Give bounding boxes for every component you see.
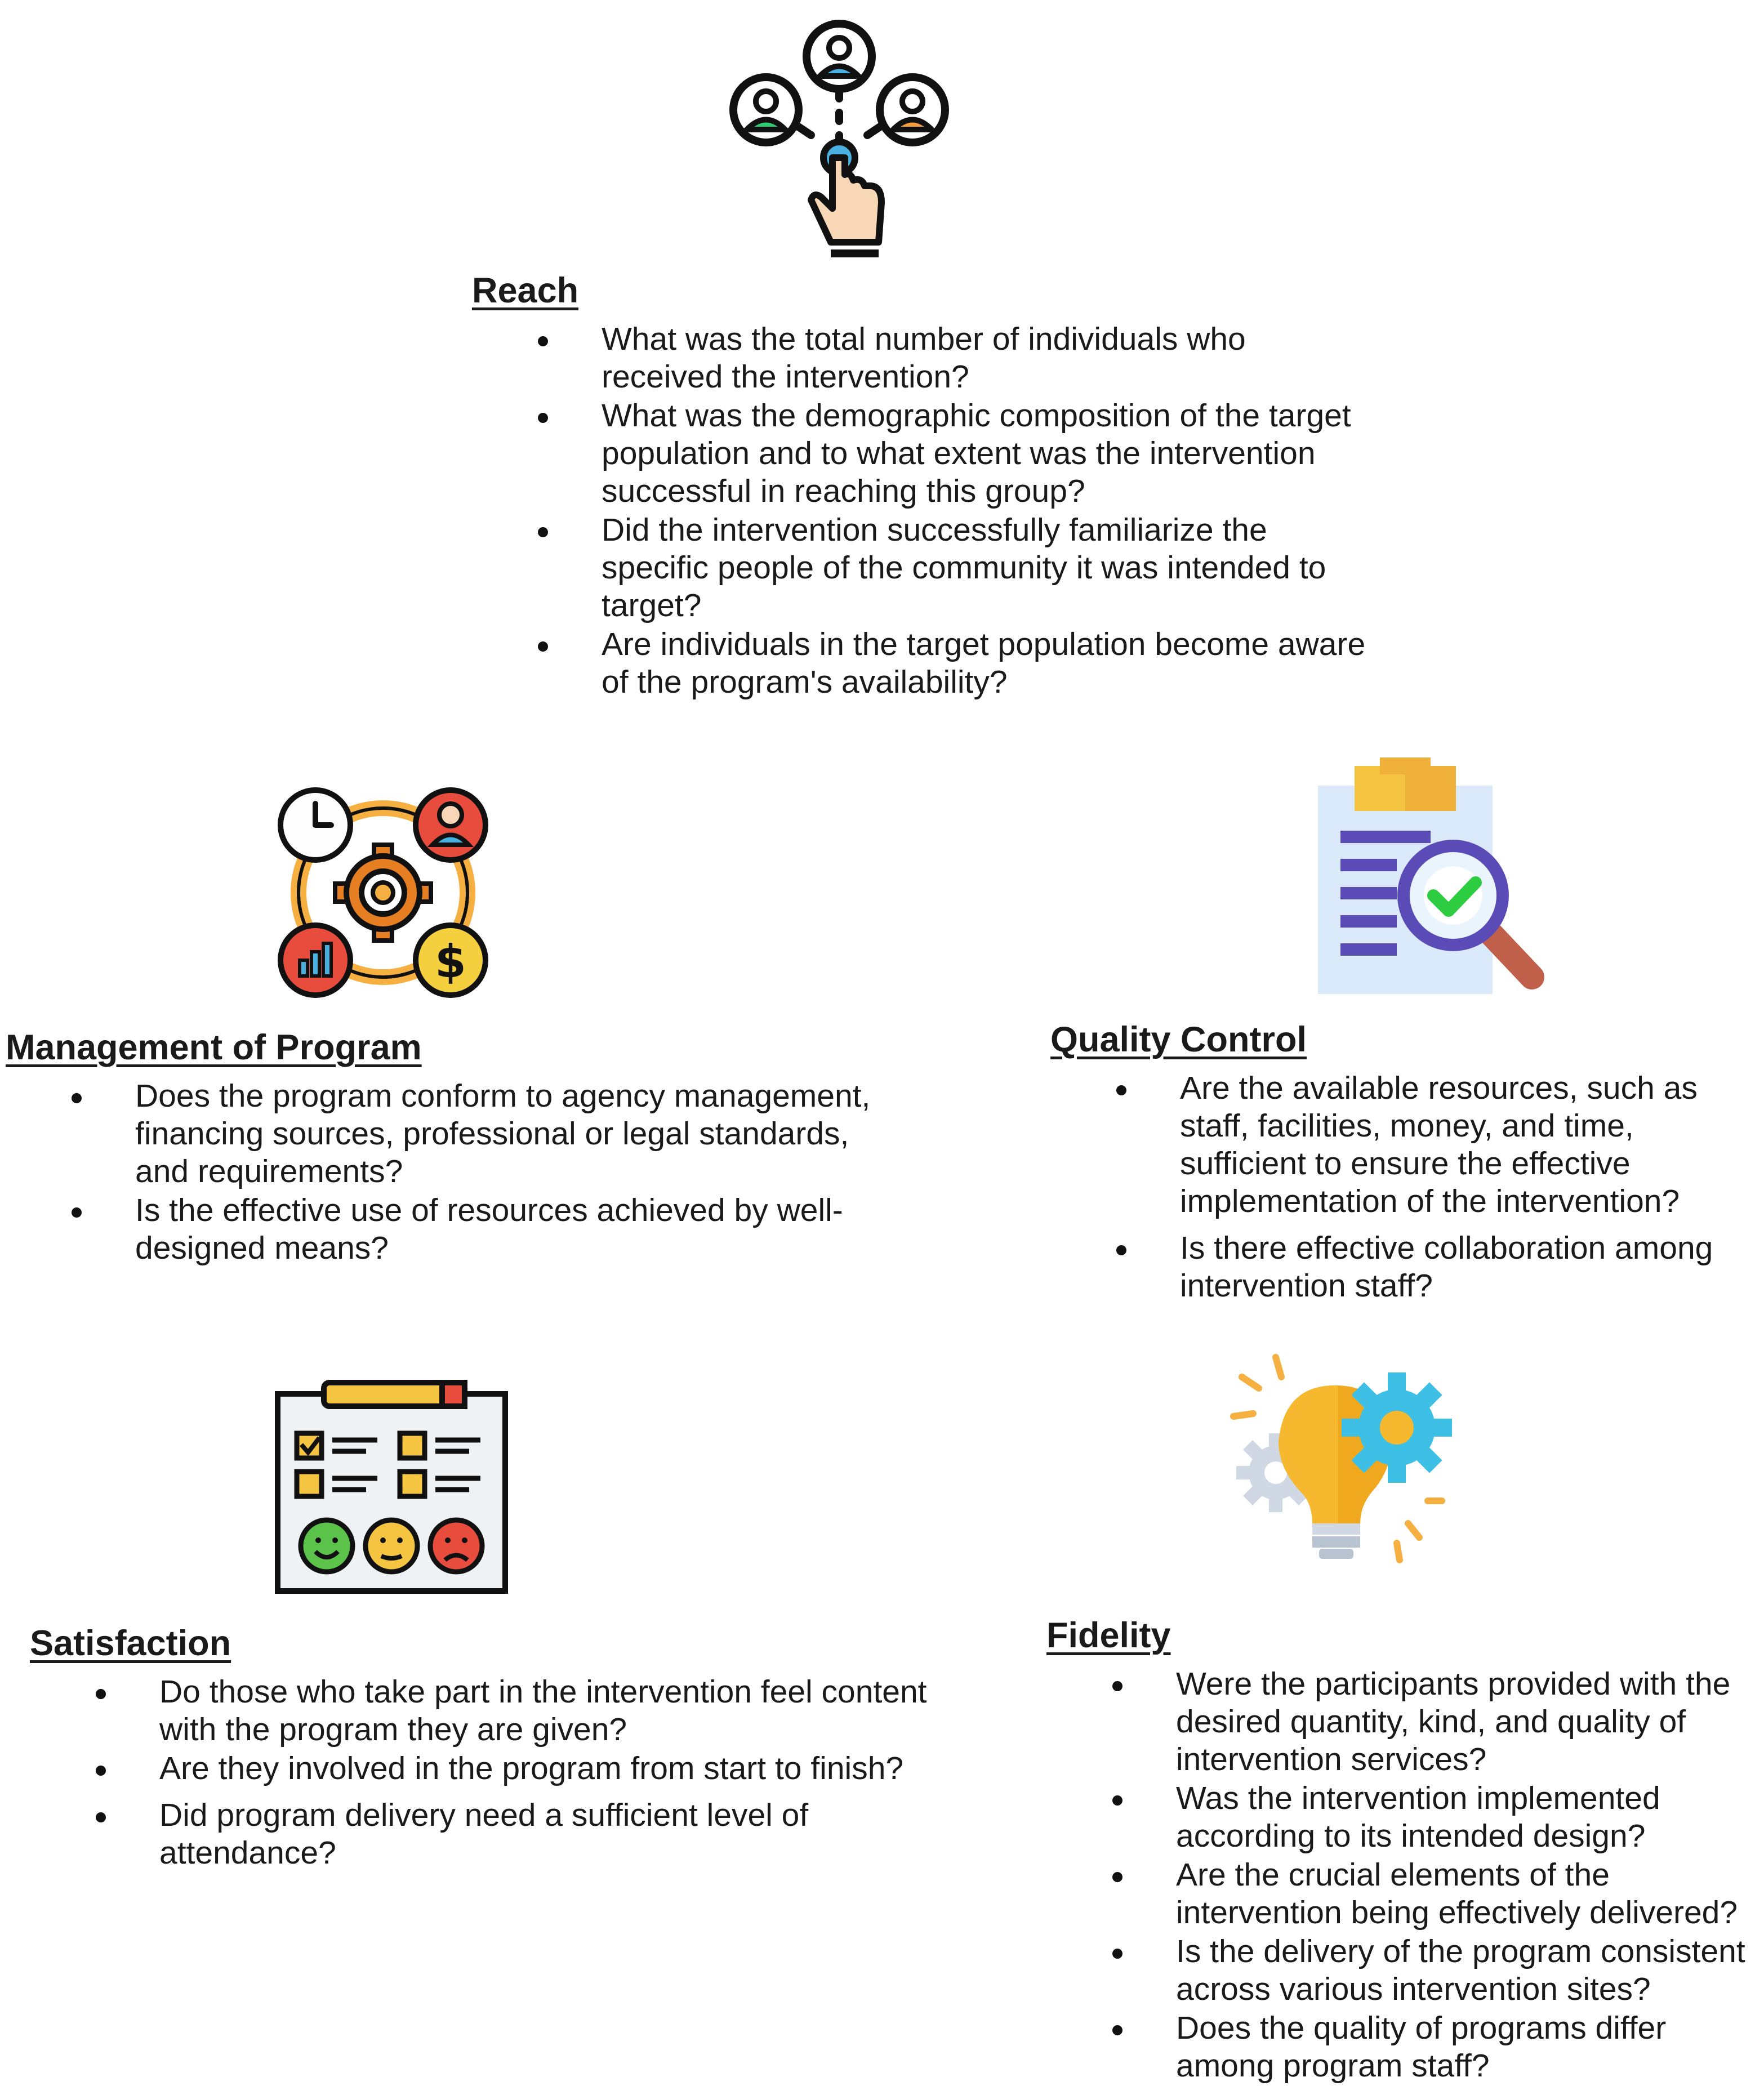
reach-question-list: What was the total number of individuals… bbox=[472, 320, 1373, 701]
people-network-hand-icon bbox=[729, 20, 949, 257]
list-item: Are individuals in the target population… bbox=[472, 626, 1373, 701]
list-item: What was the total number of individuals… bbox=[472, 320, 1373, 396]
clipboard-magnifier-check-icon bbox=[1318, 757, 1544, 994]
management-heading: Management of Program bbox=[6, 1028, 422, 1067]
quality-control-heading: Quality Control bbox=[1050, 1020, 1307, 1059]
feedback-survey-clipboard-icon bbox=[275, 1380, 508, 1594]
list-item: Does the quality of programs differ amon… bbox=[1046, 2009, 1762, 2085]
list-item: Did program delivery need a sufficient l… bbox=[30, 1797, 931, 1872]
list-item: Were the participants provided with the … bbox=[1046, 1665, 1762, 1779]
list-item: Is there effective collaboration among i… bbox=[1050, 1229, 1760, 1305]
reach-heading: Reach bbox=[472, 271, 579, 310]
satisfaction-heading: Satisfaction bbox=[30, 1624, 231, 1663]
list-item: Was the intervention implemented accordi… bbox=[1046, 1780, 1762, 1855]
list-item: Do those who take part in the interventi… bbox=[30, 1673, 931, 1749]
list-item: Are the available resources, such as sta… bbox=[1050, 1069, 1760, 1220]
reach-section: Reach What was the total number of indiv… bbox=[472, 271, 1373, 702]
lightbulb-gears-icon bbox=[1230, 1354, 1452, 1563]
fidelity-section: Fidelity Were the participants provided … bbox=[1046, 1616, 1762, 2086]
fidelity-heading: Fidelity bbox=[1046, 1616, 1171, 1655]
list-item: Are the crucial elements of the interven… bbox=[1046, 1856, 1762, 1932]
satisfaction-section: Satisfaction Do those who take part in t… bbox=[30, 1624, 931, 1873]
list-item: Did the intervention successfully famili… bbox=[472, 511, 1373, 625]
list-item: Are they involved in the program from st… bbox=[30, 1750, 931, 1788]
management-cycle-icon: $ bbox=[278, 787, 488, 998]
quality-control-question-list: Are the available resources, such as sta… bbox=[1050, 1069, 1760, 1305]
list-item: What was the demographic composition of … bbox=[472, 397, 1373, 510]
list-item: Does the program conform to agency manag… bbox=[6, 1077, 907, 1191]
svg-text:$: $ bbox=[435, 935, 466, 988]
management-section: Management of Program Does the program c… bbox=[6, 1028, 907, 1268]
fidelity-question-list: Were the participants provided with the … bbox=[1046, 1665, 1762, 2085]
list-item: Is the delivery of the program consisten… bbox=[1046, 1933, 1762, 2008]
list-item: Is the effective use of resources achiev… bbox=[6, 1192, 907, 1267]
satisfaction-question-list: Do those who take part in the interventi… bbox=[30, 1673, 931, 1872]
management-question-list: Does the program conform to agency manag… bbox=[6, 1077, 907, 1267]
quality-control-section: Quality Control Are the available resour… bbox=[1050, 1020, 1760, 1306]
